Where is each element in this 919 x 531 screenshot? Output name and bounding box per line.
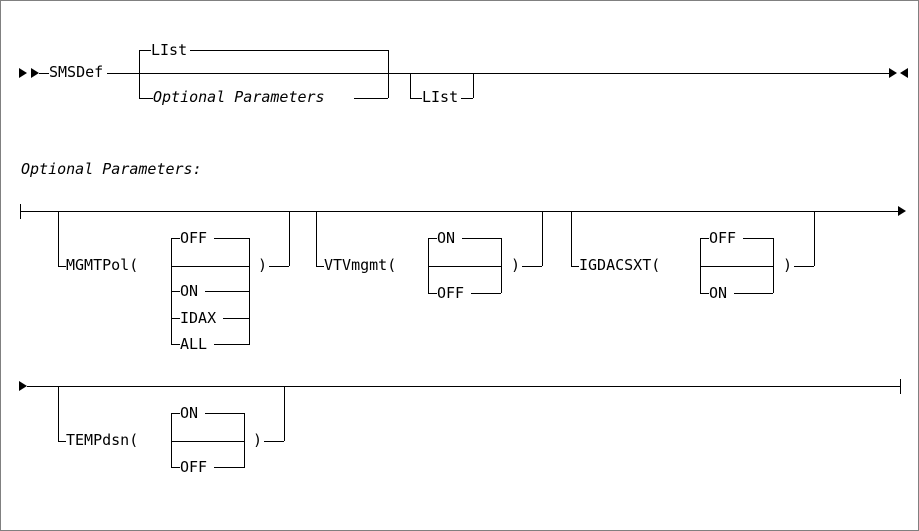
label-vtvmgmt-on: ON	[437, 229, 456, 247]
rail-igdacsxt-bypass-right	[814, 211, 815, 266]
rail-vtvmgmt-off-right	[471, 293, 501, 294]
rail-igdacsxt-on-right	[734, 293, 773, 294]
label-list-optional: LIst	[422, 88, 459, 106]
label-igdacsxt-close: )	[783, 256, 793, 274]
rail-tempdsn-off-right	[214, 467, 244, 468]
rail-list-default-right	[190, 50, 388, 51]
rail-branch-left-vertical	[139, 50, 140, 98]
row3-start-arrow	[19, 381, 27, 391]
rail-mgmtpol-all-left	[171, 344, 180, 345]
rail-vtvmgmt-bypass-left	[316, 211, 317, 266]
label-optional-parameters: Optional Parameters	[153, 88, 325, 106]
rail-vtvmgmt-on-right	[462, 238, 501, 239]
rail-mgmtpol-on-left	[171, 291, 180, 292]
rail-vtvmgmt-through	[428, 266, 501, 267]
rail-igdacsxt-off-right	[743, 238, 773, 239]
rail-row1-tail	[410, 73, 889, 74]
label-tempdsn-on: ON	[180, 404, 199, 422]
label-mgmtpol-on: ON	[180, 282, 199, 300]
label-mgmtpol-open: MGMTPol(	[66, 256, 139, 274]
rail-row1-through	[139, 73, 388, 74]
rail-vtvmgmt-enter	[316, 266, 324, 267]
rail-vtvmgmt-choice-left	[428, 238, 429, 293]
rail-igdacsxt-exit	[794, 266, 814, 267]
label-mgmtpol-idax: IDAX	[180, 309, 217, 327]
rail-igdacsxt-on-left	[700, 293, 709, 294]
rail-trailing-list-right-vertical	[473, 73, 474, 98]
rail-mgmtpol-bypass-left	[58, 211, 59, 266]
rail-igdacsxt-off-left	[700, 238, 709, 239]
rail-mgmtpol-on-right	[205, 291, 249, 292]
label-list-default: LIst	[151, 41, 188, 59]
rail-trailing-list-left	[410, 98, 422, 99]
rail-vtvmgmt-choice-right	[501, 238, 502, 293]
rail-branch-right-vertical	[388, 50, 389, 98]
rail-mgmtpol-exit	[269, 266, 289, 267]
label-tempdsn-close: )	[253, 431, 263, 449]
rail-trailing-list-right	[461, 98, 473, 99]
rail-igdacsxt-through	[700, 266, 773, 267]
rail-tempdsn-off-left	[171, 467, 180, 468]
rail-optparams-left	[139, 98, 153, 99]
row2-end-arrow	[898, 206, 906, 216]
rail-mgmtpol-enter	[58, 266, 66, 267]
label-tempdsn-off: OFF	[180, 458, 208, 476]
rail-tempdsn-choice-left	[171, 413, 172, 468]
rail-tempdsn-enter	[58, 441, 66, 442]
label-mgmtpol-all: ALL	[180, 335, 208, 353]
rail-mgmtpol-off-left	[171, 238, 180, 239]
rail-trailing-list-left-vertical	[410, 73, 411, 98]
label-mgmtpol-off: OFF	[180, 229, 208, 247]
rail-optparams-right	[354, 98, 388, 99]
rail-igdacsxt-bypass-left	[571, 211, 572, 266]
label-igdacsxt-on: ON	[709, 284, 728, 302]
rail-vtvmgmt-bypass-right	[542, 211, 543, 266]
row3-end-tick	[900, 379, 901, 394]
rail-vtvmgmt-off-left	[428, 293, 437, 294]
rail-igdacsxt-choice-right	[773, 238, 774, 293]
rail-mgmtpol-choice-right	[249, 238, 250, 345]
rail-mgmtpol-all-right	[214, 344, 249, 345]
section-heading-optional-parameters: Optional Parameters:	[21, 160, 202, 178]
label-mgmtpol-close: )	[258, 256, 268, 274]
rail-row2-main	[20, 211, 904, 212]
command-smsdef: SMSDef	[49, 63, 104, 81]
end-arrow-right	[889, 68, 897, 78]
rail-tempdsn-exit	[264, 441, 284, 442]
rail-tempdsn-choice-right	[244, 413, 245, 468]
label-igdacsxt-open: IGDACSXT(	[579, 256, 661, 274]
label-vtvmgmt-off: OFF	[437, 284, 465, 302]
end-arrow-left	[900, 68, 908, 78]
label-igdacsxt-off: OFF	[709, 229, 737, 247]
rail-tempdsn-bypass-right	[284, 386, 285, 441]
rail-mgmtpol-idax-right	[223, 318, 249, 319]
rail-vtvmgmt-on-left	[428, 238, 437, 239]
rail-row1-mid	[388, 73, 410, 74]
start-arrow-1	[19, 68, 27, 78]
rail-mgmtpol-off-right	[214, 238, 249, 239]
rail-after-smsdef	[107, 73, 139, 74]
label-vtvmgmt-open: VTVmgmt(	[324, 256, 397, 274]
rail-start-stub	[39, 73, 49, 74]
rail-igdacsxt-enter	[571, 266, 579, 267]
label-vtvmgmt-close: )	[511, 256, 521, 274]
rail-list-default-left	[139, 50, 151, 51]
label-tempdsn-open: TEMPdsn(	[66, 431, 139, 449]
rail-vtvmgmt-exit	[522, 266, 542, 267]
rail-mgmtpol-bypass-right	[289, 211, 290, 266]
start-arrow-2	[31, 68, 39, 78]
rail-tempdsn-on-left	[171, 413, 180, 414]
rail-row3-main	[27, 386, 901, 387]
rail-mgmtpol-through	[171, 266, 249, 267]
rail-mgmtpol-idax-left	[171, 318, 180, 319]
rail-tempdsn-on-right	[205, 413, 244, 414]
rail-tempdsn-bypass-left	[58, 386, 59, 441]
rail-igdacsxt-choice-left	[700, 238, 701, 293]
rail-tempdsn-through	[171, 441, 244, 442]
